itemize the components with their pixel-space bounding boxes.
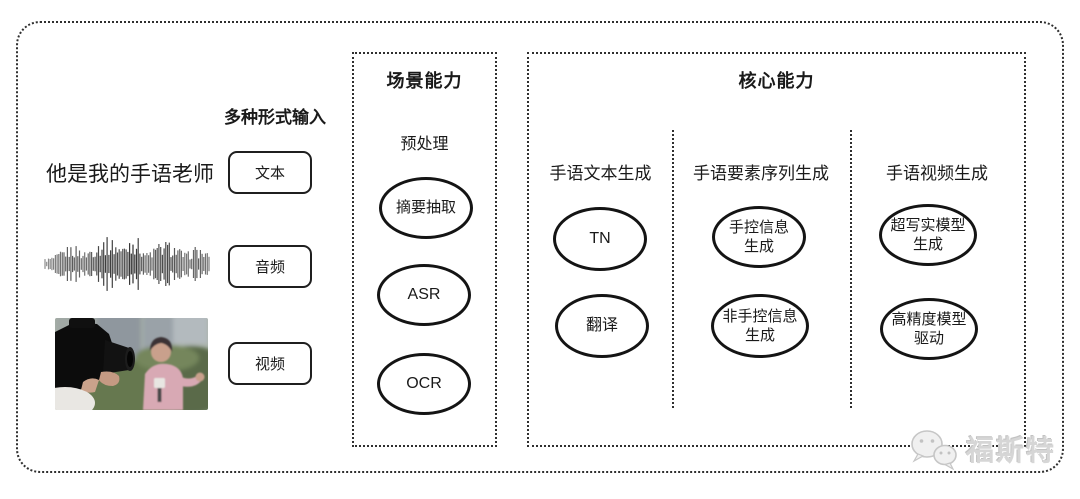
watermark: 福斯特 — [908, 427, 1056, 471]
node-label: 摘要抽取 — [395, 199, 456, 217]
video-thumbnail — [55, 318, 208, 410]
preprocess-label: 预处理 — [400, 136, 449, 153]
column-header-text-generation: 手语文本生成 — [549, 164, 652, 183]
node-tn: TN — [553, 207, 647, 271]
input-box-video-label: 视频 — [254, 356, 285, 373]
input-box-text: 文本 — [228, 151, 312, 194]
audio-waveform-icon — [44, 237, 210, 291]
reporter-figure — [143, 337, 205, 410]
column-divider — [850, 130, 852, 408]
node-summary-extraction: 摘要抽取 — [379, 177, 473, 239]
node-ocr: OCR — [377, 353, 471, 415]
node-translation: 翻译 — [555, 294, 649, 358]
scene-panel-title: 场景能力 — [386, 71, 463, 91]
column-header-video-generation: 手语视频生成 — [886, 164, 988, 183]
node-label: 高精度模型 — [891, 310, 967, 328]
column-divider — [672, 130, 674, 408]
node-non-manual-info-generation: 非手控信息 生成 — [711, 294, 809, 358]
core-capability-panel: 核心能力 手语文本生成 手语要素序列生成 手语视频生成 TN 翻译 手控信息 生… — [527, 52, 1026, 447]
node-label: 生成 — [912, 236, 943, 253]
input-section-title: 多种形式输入 — [224, 108, 326, 127]
cameraman-silhouette — [55, 318, 135, 410]
node-hyperrealistic-model-generation: 超写实模型 生成 — [879, 204, 977, 266]
scene-capability-panel: 场景能力 预处理 摘要抽取 ASR OCR — [352, 52, 497, 447]
wechat-icon — [911, 430, 957, 471]
input-box-video: 视频 — [228, 342, 312, 385]
node-label: 驱动 — [913, 330, 944, 347]
input-box-text-label: 文本 — [254, 165, 285, 182]
node-label: OCR — [406, 374, 442, 392]
outer-dotted-border — [16, 21, 1064, 473]
node-label: 翻译 — [585, 316, 618, 334]
input-box-audio: 音频 — [228, 245, 312, 288]
node-asr: ASR — [377, 264, 471, 326]
node-label: TN — [589, 229, 611, 247]
column-header-element-sequence-generation: 手语要素序列生成 — [693, 164, 829, 183]
node-high-precision-model-driving: 高精度模型 驱动 — [880, 298, 978, 360]
node-manual-info-generation: 手控信息 生成 — [712, 206, 806, 268]
node-label: 手控信息 — [728, 218, 789, 236]
input-box-audio-label: 音频 — [254, 259, 285, 276]
text-example: 他是我的手语老师 — [46, 163, 214, 186]
core-panel-title: 核心能力 — [738, 71, 815, 91]
node-label: 非手控信息 — [722, 307, 798, 325]
watermark-text: 福斯特 — [966, 435, 1057, 466]
node-label: ASR — [407, 285, 441, 303]
node-label: 生成 — [744, 327, 775, 344]
node-label: 生成 — [743, 238, 774, 255]
node-label: 超写实模型 — [890, 216, 966, 234]
